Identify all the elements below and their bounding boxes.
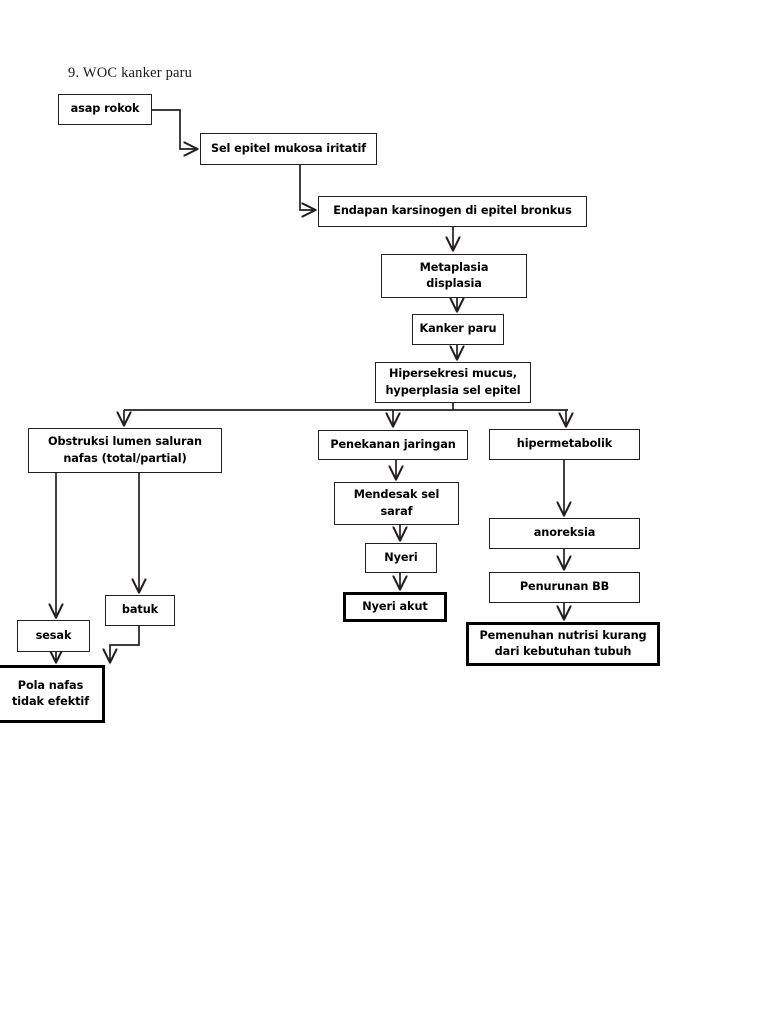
node-pemenuhan-nutrisi[interactable]: Pemenuhan nutrisi kurang dari kebutuhan …: [466, 622, 660, 666]
node-label-line-1: Obstruksi lumen saluran: [48, 435, 202, 449]
page-title: 9. WOC kanker paru: [68, 65, 193, 81]
node-label: Kanker paru: [419, 322, 497, 336]
node-label-line-1: Hipersekresi mucus,: [389, 367, 517, 381]
node-label-line-1: Pemenuhan nutrisi kurang: [479, 628, 647, 642]
node-sesak[interactable]: sesak: [17, 620, 90, 652]
node-endapan-karsinogen[interactable]: Endapan karsinogen di epitel bronkus: [318, 196, 587, 227]
node-label: Sel epitel mukosa iritatif: [210, 141, 367, 155]
node-label: Endapan karsinogen di epitel bronkus: [333, 204, 572, 218]
node-label: hipermetabolik: [516, 437, 613, 451]
node-label: Nyeri: [384, 550, 418, 564]
node-label-line-2: displasia: [426, 277, 482, 290]
node-label-line-1: Mendesak sel: [353, 488, 440, 502]
node-label-line-2: nafas (total/partial): [63, 451, 187, 465]
node-hipermetabolik[interactable]: hipermetabolik: [489, 429, 640, 460]
node-label-line-2: tidak efektif: [11, 695, 90, 708]
node-label: Penurunan BB: [519, 580, 610, 594]
node-label: sesak: [35, 628, 72, 642]
node-nyeri-akut[interactable]: Nyeri akut: [343, 592, 447, 622]
node-anoreksia[interactable]: anoreksia: [489, 518, 640, 549]
edge-batuk-to-pola-nafas: [110, 625, 140, 662]
node-pola-nafas[interactable]: Pola nafas tidak efektif: [0, 665, 105, 723]
edge-asap-rokok-to-sel-epitel: [152, 109, 197, 149]
node-nyeri[interactable]: Nyeri: [365, 543, 437, 573]
node-obstruksi[interactable]: Obstruksi lumen saluran nafas (total/par…: [28, 428, 222, 473]
node-label-line-2: hyperplasia sel epitel: [385, 383, 521, 397]
node-sel-epitel[interactable]: Sel epitel mukosa iritatif: [200, 133, 377, 165]
node-kanker-paru[interactable]: Kanker paru: [412, 314, 504, 345]
node-hipersekresi[interactable]: Hipersekresi mucus, hyperplasia sel epit…: [375, 362, 531, 403]
node-penurunan-bb[interactable]: Penurunan BB: [489, 572, 640, 603]
node-label-line-2: saraf: [380, 504, 413, 518]
node-label: Penekanan jaringan: [330, 437, 456, 451]
node-metaplasia[interactable]: Metaplasia displasia: [381, 254, 527, 298]
node-batuk[interactable]: batuk: [105, 595, 175, 626]
node-penekanan-jaringan[interactable]: Penekanan jaringan: [318, 430, 468, 460]
node-label: Nyeri akut: [362, 599, 428, 613]
node-label: anoreksia: [533, 526, 596, 540]
node-label-line-2: dari kebutuhan tubuh: [494, 645, 632, 658]
node-label: asap rokok: [70, 102, 140, 116]
node-label-line-1: Metaplasia: [419, 260, 489, 274]
node-label-line-1: Pola nafas: [17, 678, 84, 692]
edge-sel-epitel-to-endapan: [299, 165, 315, 210]
node-label: batuk: [121, 603, 159, 617]
node-asap-rokok[interactable]: asap rokok: [58, 94, 152, 125]
node-mendesak-sel-saraf[interactable]: Mendesak sel saraf: [334, 482, 459, 525]
